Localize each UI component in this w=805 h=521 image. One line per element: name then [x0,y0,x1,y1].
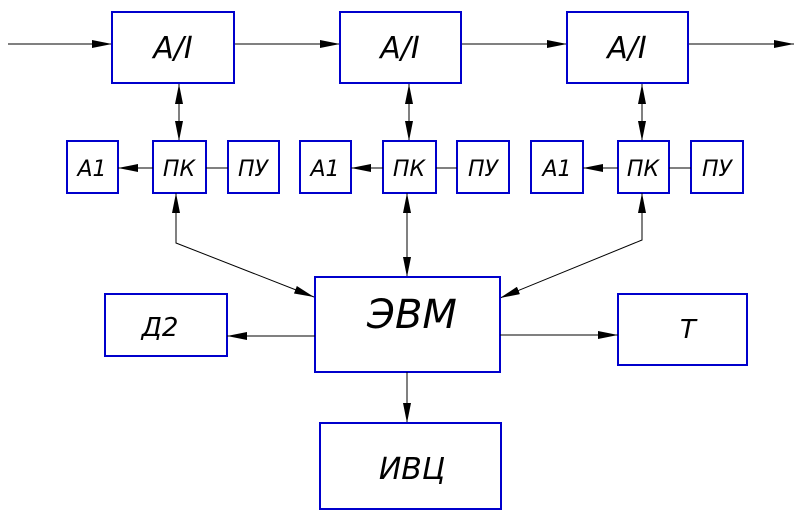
terminal-block: Т [617,293,748,366]
line-block-2-label: А/I [378,31,420,66]
line-block-1-label: А/I [151,31,193,66]
ivc-block: ИВЦ [319,422,502,510]
station-1-pu: ПУ [238,157,270,182]
link-pk3-computer [499,193,646,299]
station-2: А1 ПК ПУ [299,140,510,194]
link-pk1-computer [172,193,315,298]
terminal-label: Т [680,315,698,345]
station-1-a1: А1 [75,157,106,182]
computer-block: ЭВМ [314,276,501,373]
station-3-pk: ПК [627,157,661,182]
line-block-3: А/I [566,11,689,84]
station-1-pk: ПК [163,157,197,182]
station-1: А1 ПК ПУ [66,140,280,194]
station-3-a1: А1 [540,157,571,182]
display-label: Д2 [141,313,179,343]
line-block-2: А/I [339,11,462,84]
computer-label: ЭВМ [366,292,457,338]
station-3: А1 ПК ПУ [530,140,744,194]
station-2-pu: ПУ [468,157,500,182]
line-block-1: А/I [111,11,235,84]
display-block: Д2 [104,293,228,357]
ivc-label: ИВЦ [379,452,445,487]
station-3-pu: ПУ [702,157,734,182]
line-block-3-label: А/I [605,31,647,66]
station-2-pk: ПК [393,157,427,182]
station-2-a1: А1 [308,157,339,182]
